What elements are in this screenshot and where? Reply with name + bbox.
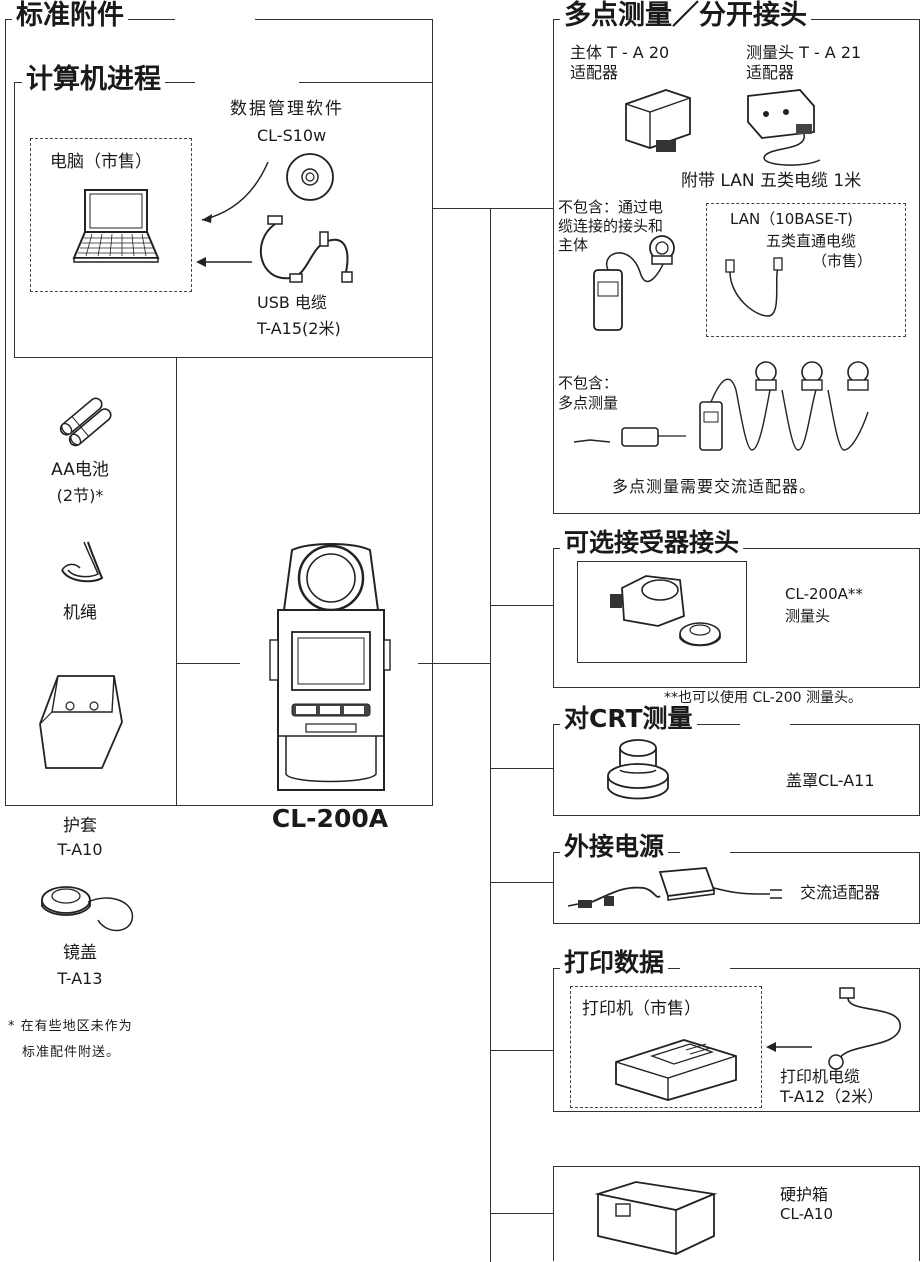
printer-cable-label-line2: T-A12（2米） — [780, 1087, 884, 1106]
pc-group — [30, 138, 192, 292]
lens-cap-icon — [41, 886, 134, 932]
usb-label-line2: T-A15(2米) — [257, 319, 341, 338]
pc-label: 电脑（市售） — [50, 152, 152, 172]
printer-group — [570, 986, 762, 1108]
batteries-label-line2: (2节)* — [56, 486, 104, 505]
usb-label-line1: USB 电缆 — [257, 293, 327, 312]
body-adapter-line2: 适配器 — [570, 63, 619, 82]
printer-label: 打印机（市售） — [582, 999, 701, 1019]
soft-case-icon — [39, 675, 123, 769]
cl-200a-meter-icon — [269, 543, 391, 791]
body-adapter-line1: 主体 T - A 20 — [570, 43, 670, 62]
strap-label: 机绳 — [63, 603, 97, 623]
soft-case-label-line1: 护套 — [63, 816, 97, 836]
laptop-icon — [72, 189, 160, 263]
head-adapter-line2: 适配器 — [746, 63, 795, 82]
batteries-label-line1: AA电池 — [51, 460, 109, 480]
cable-to-printer-arrow-icon — [766, 1042, 812, 1052]
receptor-head-image-frame — [577, 561, 747, 663]
lan-included-label: 附带 LAN 五类电缆 1米 — [681, 171, 862, 191]
multipoint-note: 多点测量需要交流适配器。 — [612, 477, 817, 496]
main-unit-label: CL-200A — [271, 804, 389, 833]
usb-to-pc-arrow-icon — [196, 257, 252, 267]
receptor-head-label-line2: 测量头 — [785, 607, 831, 625]
receptor-head-title: 可选接受器接头 — [560, 528, 744, 558]
soft-case-label-line2: T-A10 — [57, 840, 103, 859]
power-title: 外接电源 — [560, 832, 669, 862]
hard-case-icon — [594, 1181, 718, 1255]
computer-process-title: 计算机进程 — [22, 64, 165, 96]
lan-cable-group — [706, 203, 906, 337]
printer-cable-label-line1: 打印机电缆 — [780, 1067, 861, 1086]
crt-title: 对CRT测量 — [560, 704, 697, 734]
software-label-line2: CL-S10w — [257, 126, 327, 145]
separated-head-cable-icon — [593, 235, 675, 331]
lan-label-line1: LAN（10BASE-T) — [730, 210, 853, 228]
excluded-multi-line1: 不包含： — [558, 374, 619, 392]
crt-hood-icon — [607, 739, 669, 800]
head-adapter-line1: 测量头 T - A 21 — [746, 43, 862, 62]
head-adapter-icon — [747, 89, 821, 166]
hard-case-label-line2: CL-A10 — [780, 1205, 833, 1223]
footnote-line2: 标准配件附送。 — [22, 1045, 121, 1060]
ac-adapter-icon — [567, 867, 782, 908]
software-label-line1: 数据管理软件 — [230, 99, 344, 119]
body-adapter-icon — [625, 89, 691, 152]
receptor-head-label-line1: CL-200A** — [785, 585, 863, 603]
lan-cable-icon — [725, 257, 783, 317]
lan-label-line3: （市售） — [812, 252, 873, 270]
excluded-cable-line1: 不包含：通过电 — [558, 198, 664, 216]
print-title: 打印数据 — [560, 948, 669, 978]
lens-cap-label-line1: 镜盖 — [63, 943, 97, 963]
software-to-pc-arrow-icon — [201, 161, 269, 223]
footnote-line1: * 在有些地区未作为 — [8, 1019, 133, 1034]
crt-label: 盖罩CL-A11 — [786, 771, 875, 790]
multipoint-setup-icon — [573, 361, 869, 451]
batteries-icon — [59, 397, 112, 447]
receptor-head-icon — [610, 575, 721, 647]
excluded-multi-line2: 多点测量 — [558, 394, 619, 412]
cd-disc-icon — [286, 153, 334, 201]
usb-cable-icon — [259, 215, 353, 283]
standard-accessories-title: 标准附件 — [12, 0, 128, 32]
strap-icon — [61, 541, 104, 583]
receptor-head-note: **也可以使用 CL-200 测量头。 — [664, 690, 863, 706]
multipoint-title: 多点测量／分开接头 — [560, 0, 811, 32]
lan-label-line2: 五类直通电缆 — [766, 232, 857, 250]
hard-case-label-line1: 硬护箱 — [780, 1185, 829, 1204]
excluded-cable-line2: 缆连接的接头和 — [558, 217, 664, 235]
printer-cable-icon — [828, 987, 901, 1070]
power-label: 交流适配器 — [800, 883, 881, 902]
excluded-cable-line3: 主体 — [558, 236, 589, 254]
lens-cap-label-line2: T-A13 — [57, 969, 103, 988]
printer-icon — [615, 1039, 737, 1101]
